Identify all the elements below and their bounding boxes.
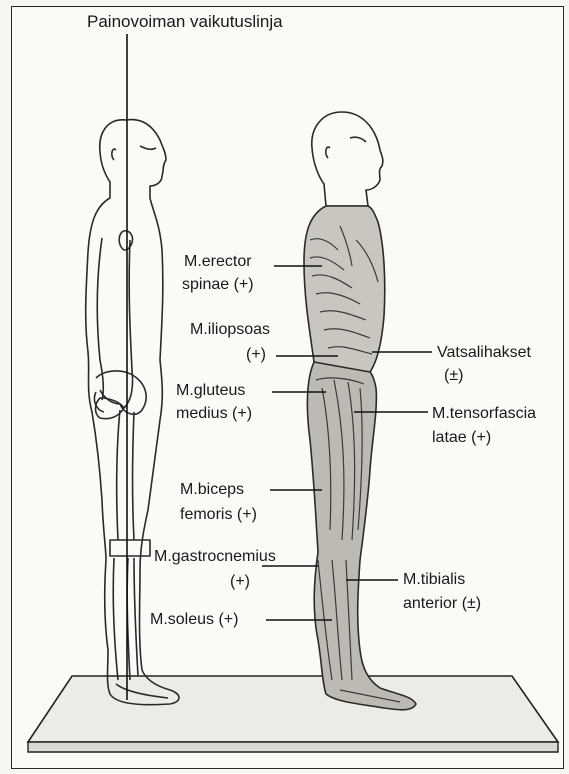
gravity-line-title: Painovoiman vaikutuslinja [87,10,283,33]
label-biceps-femoris-2: femoris (+) [180,503,257,526]
label-iliopsoas-2: (+) [246,343,266,366]
label-tibialis-anterior-1: M.tibialis [403,568,465,591]
label-gastrocnemius-1: M.gastrocnemius [154,545,276,568]
label-iliopsoas-1: M.iliopsoas [190,318,270,341]
label-tensor-fascia-1: M.tensorfascia [432,402,536,425]
label-erector-spinae-1: M.erector [184,250,252,273]
label-vatsalihakset-1: Vatsalihakset [437,341,531,364]
label-gluteus-medius-1: M.gluteus [176,379,245,402]
label-gluteus-medius-2: medius (+) [176,402,252,425]
label-vatsalihakset-2: (±) [444,364,463,387]
label-soleus: M.soleus (+) [150,608,238,631]
label-biceps-femoris-1: M.biceps [180,478,244,501]
label-erector-spinae-2: spinae (+) [182,273,254,296]
label-gastrocnemius-2: (+) [230,570,250,593]
label-tibialis-anterior-2: anterior (±) [403,592,481,615]
label-tensor-fascia-2: latae (+) [432,426,491,449]
